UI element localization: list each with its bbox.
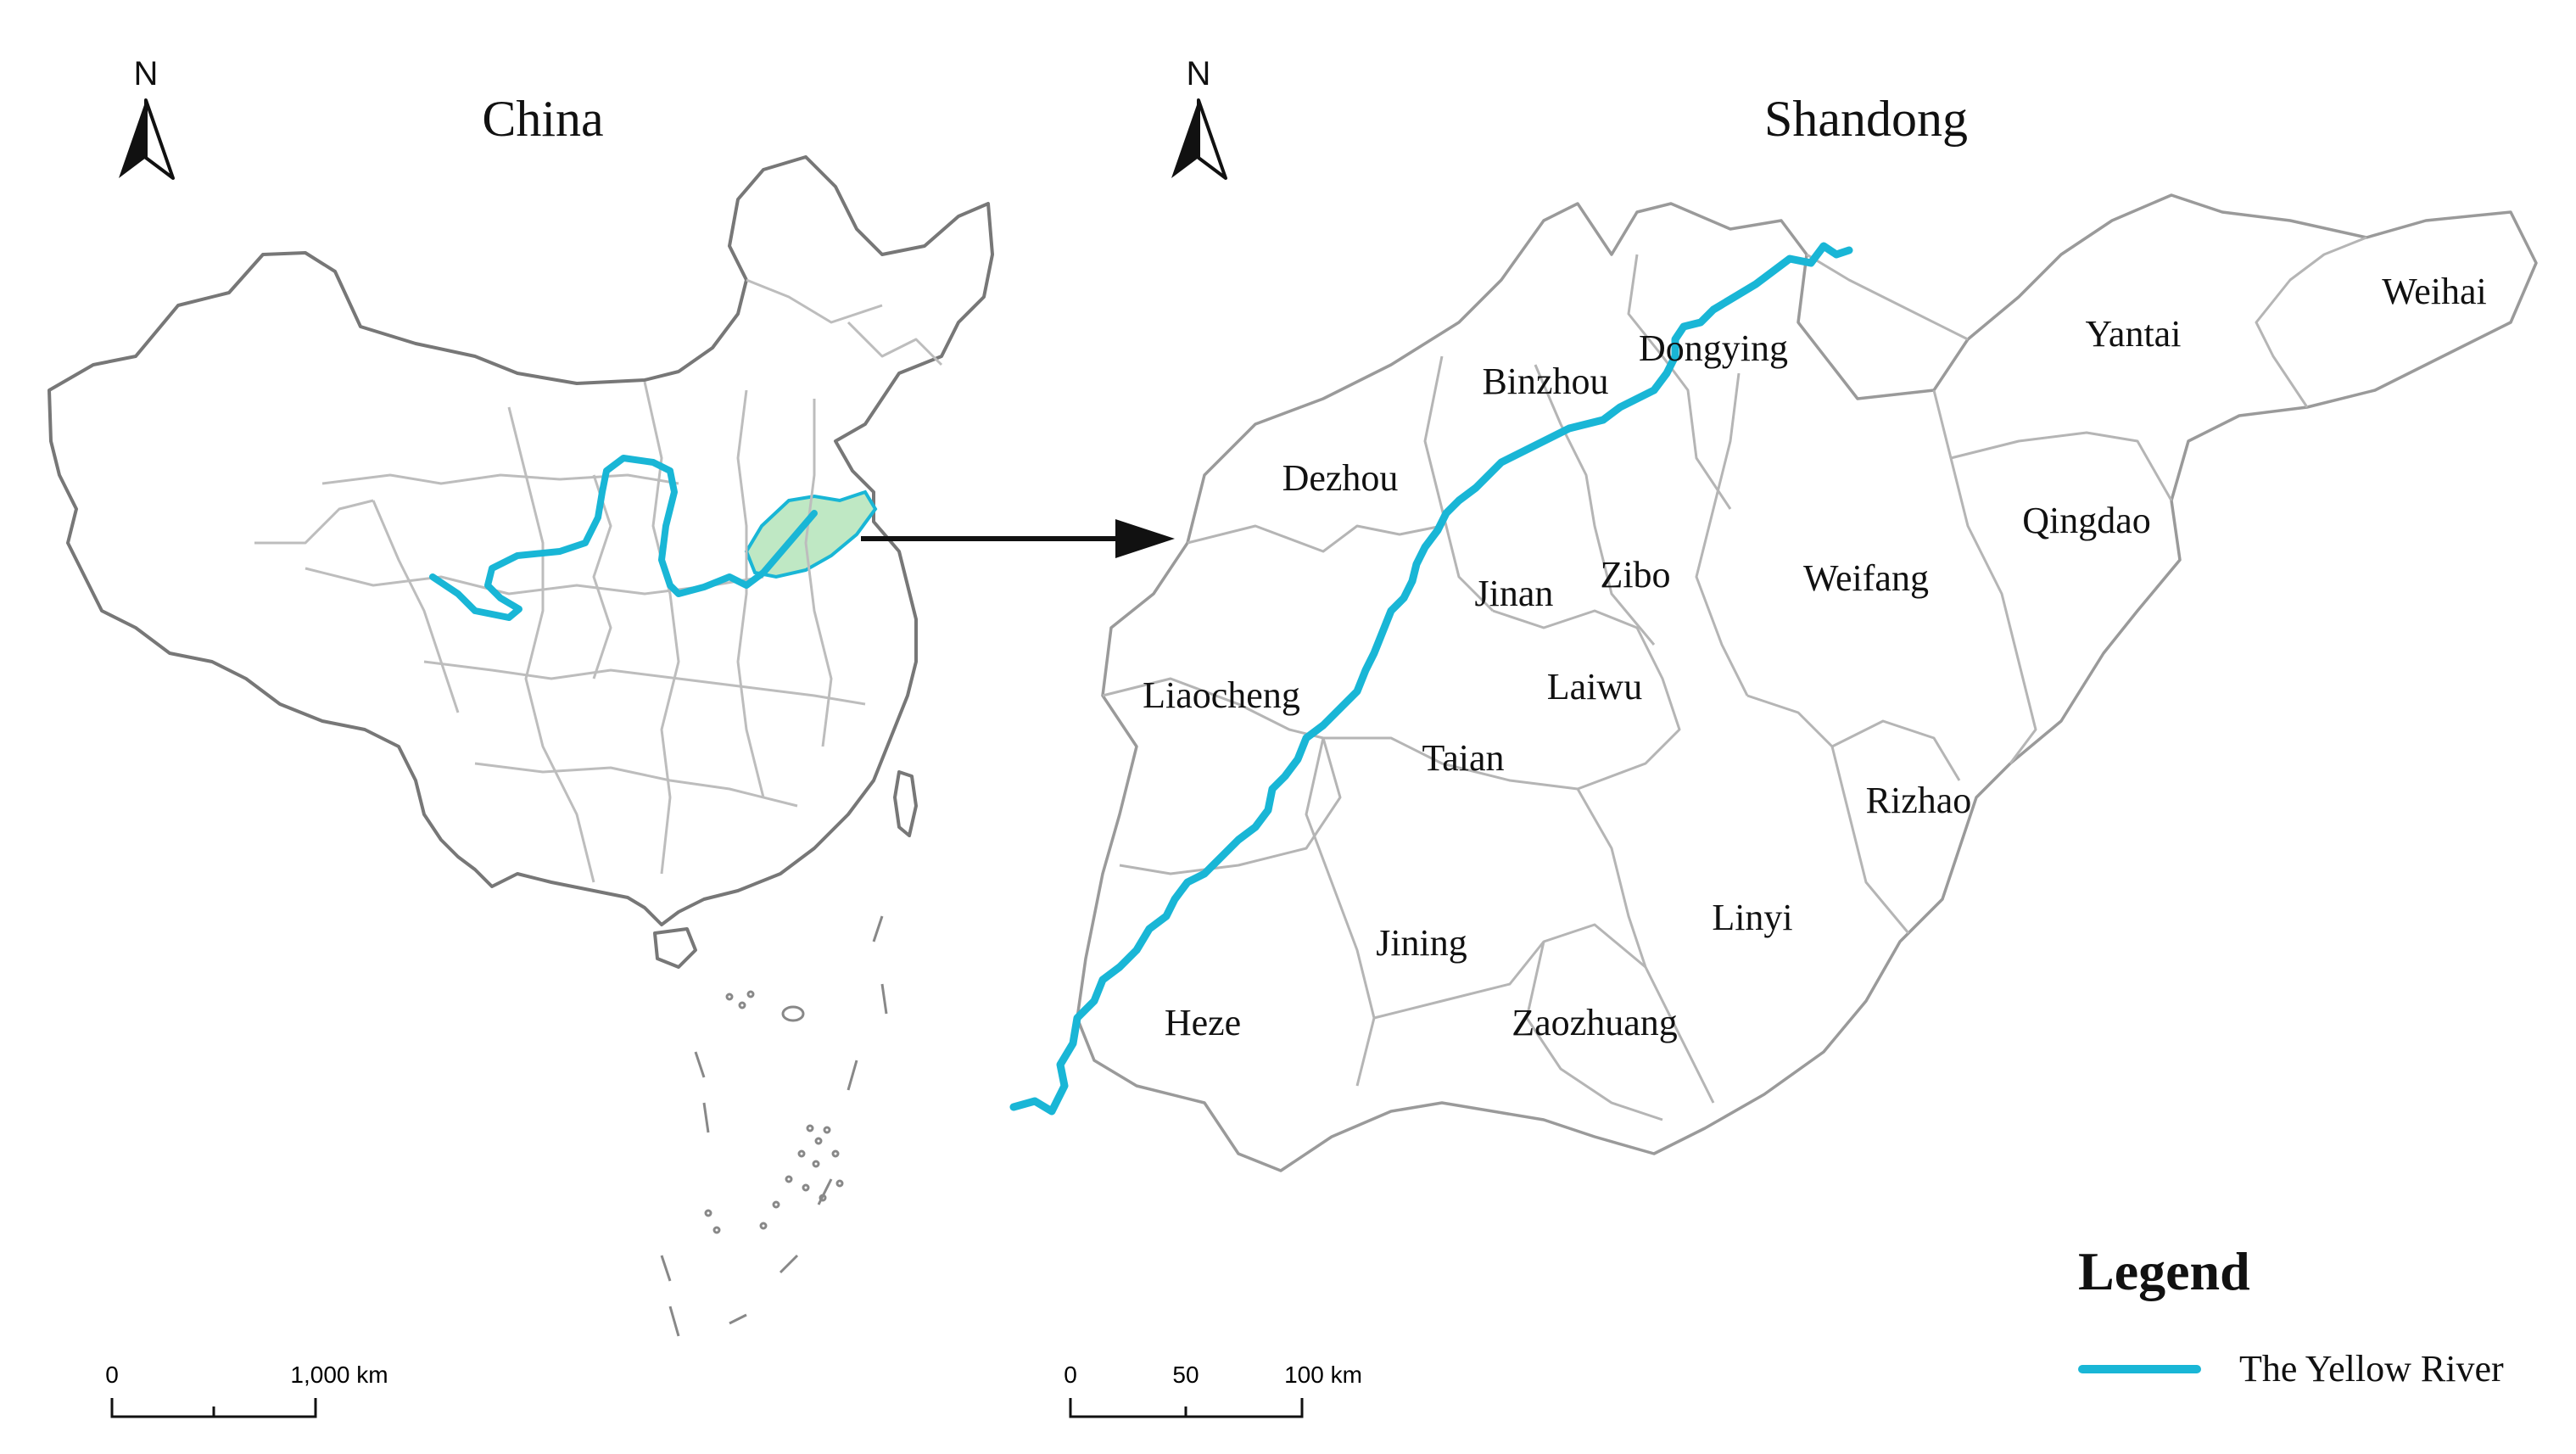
- city-label-linyi: Linyi: [1712, 897, 1792, 938]
- legend-yellow-river-label: The Yellow River: [2239, 1348, 2504, 1390]
- shandong-city-labels: Dongying Binzhou Dezhou Jinan Zibo Weifa…: [1143, 271, 2487, 1043]
- city-label-dongying: Dongying: [1639, 327, 1788, 369]
- city-label-laiwu: Laiwu: [1547, 666, 1642, 707]
- china-taiwan: [893, 770, 918, 837]
- city-label-rizhao: Rizhao: [1866, 780, 1972, 821]
- china-outline: [47, 155, 994, 926]
- shandong-north-label: N: [1187, 55, 1211, 92]
- city-label-zibo: Zibo: [1600, 554, 1670, 596]
- china-scale-bar: 0 1,000 km: [105, 1362, 388, 1418]
- city-label-jinan: Jinan: [1475, 573, 1554, 614]
- city-label-yantai: Yantai: [2086, 313, 2182, 355]
- shandong-yellow-river: [1009, 242, 1853, 1116]
- shandong-title: Shandong: [1764, 91, 1968, 147]
- china-scale-label-1000: 1,000 km: [290, 1362, 388, 1388]
- legend-title: Legend: [2078, 1241, 2250, 1301]
- shandong-scale-label-100: 100 km: [1284, 1362, 1362, 1388]
- city-label-heze: Heze: [1165, 1002, 1241, 1043]
- china-scale-label-0: 0: [105, 1362, 119, 1388]
- city-label-weihai: Weihai: [2382, 271, 2487, 312]
- china-north-label: N: [134, 55, 159, 92]
- city-label-zaozhuang: Zaozhuang: [1512, 1002, 1677, 1043]
- shandong-outline: [1076, 193, 2538, 1172]
- shandong-scale-label-50: 50: [1172, 1362, 1199, 1388]
- china-title: China: [482, 91, 603, 147]
- china-north-arrow-icon: N: [119, 55, 175, 180]
- city-label-dezhou: Dezhou: [1282, 457, 1399, 499]
- shandong-scale-label-0: 0: [1064, 1362, 1077, 1388]
- city-label-binzhou: Binzhou: [1482, 361, 1608, 402]
- china-map: China N: [47, 55, 994, 1418]
- city-label-jining: Jining: [1376, 922, 1467, 964]
- city-label-taian: Taian: [1422, 737, 1504, 779]
- legend: Legend The Yellow River: [2078, 1241, 2504, 1390]
- china-hainan: [653, 927, 697, 969]
- shandong-map: Shandong N: [1009, 55, 2538, 1418]
- city-label-weifang: Weifang: [1803, 557, 1929, 599]
- china-province-borders: [254, 278, 943, 883]
- shandong-scale-bar: 0 50 100 km: [1064, 1362, 1362, 1418]
- china-yellow-river: [429, 455, 818, 621]
- city-label-liaocheng: Liaocheng: [1143, 674, 1300, 716]
- shandong-north-arrow-icon: N: [1171, 55, 1227, 180]
- zoom-arrow-icon: [861, 519, 1175, 558]
- south-china-sea-islands: [660, 915, 888, 1337]
- city-label-qingdao: Qingdao: [2022, 500, 2151, 541]
